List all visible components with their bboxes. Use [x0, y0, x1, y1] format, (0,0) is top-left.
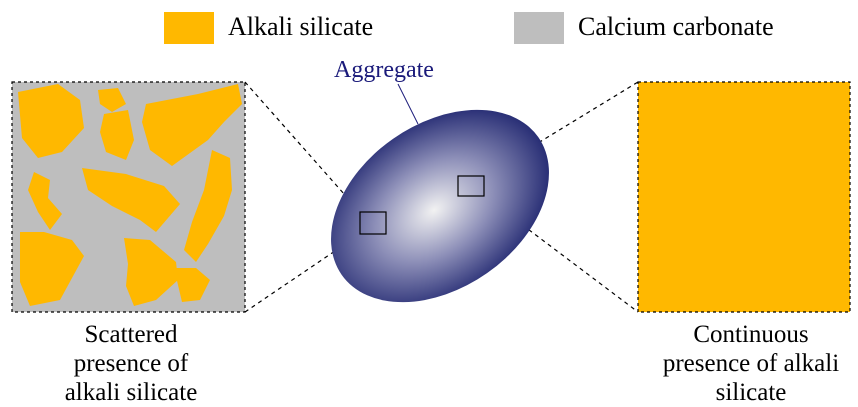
legend-label-calcium-carbonate: Calcium carbonate: [578, 12, 774, 41]
right-panel-fill: [638, 82, 850, 312]
connector-left-top: [244, 81, 361, 213]
particle-8: [20, 232, 84, 306]
left-panel: [11, 81, 246, 313]
left-caption-line-2: presence of: [73, 350, 189, 377]
right-panel-caption: Continuous presence of alkali silicate: [656, 320, 846, 407]
particle-3: [100, 110, 134, 160]
particle-7: [184, 150, 232, 262]
left-panel-border: [11, 81, 246, 313]
particle-9: [124, 238, 178, 306]
particle-10: [174, 268, 210, 302]
aggregate-label: Aggregate: [334, 57, 434, 83]
aggregate-ellipse: [331, 109, 549, 303]
particle-1: [18, 84, 84, 158]
right-panel-border: [637, 81, 851, 313]
left-caption-line-3: alkali silicate: [64, 379, 198, 406]
zoom-box-scattered: [359, 211, 387, 235]
aggregate-leader-line: [397, 83, 419, 125]
connector-right-top: [483, 81, 639, 177]
legend-label-alkali-silicate: Alkali silicate: [228, 12, 374, 41]
particle-6: [82, 168, 180, 232]
right-caption-line-2: presence of alkali: [662, 350, 840, 377]
particle-4: [142, 84, 242, 166]
legend-swatch-calcium-carbonate: [514, 12, 564, 44]
alkali-silicate-particles: [18, 84, 242, 306]
right-caption-line-3: silicate: [715, 379, 787, 406]
zoom-box-continuous: [457, 175, 485, 197]
particle-5: [28, 172, 62, 230]
right-caption-line-1: Continuous: [693, 321, 809, 348]
right-panel: [637, 81, 851, 313]
left-panel-caption: Scattered presence of alkali silicate: [36, 320, 226, 407]
legend-swatch-alkali-silicate: [164, 12, 214, 44]
left-caption-line-1: Scattered: [84, 321, 178, 348]
particle-2: [98, 88, 126, 112]
